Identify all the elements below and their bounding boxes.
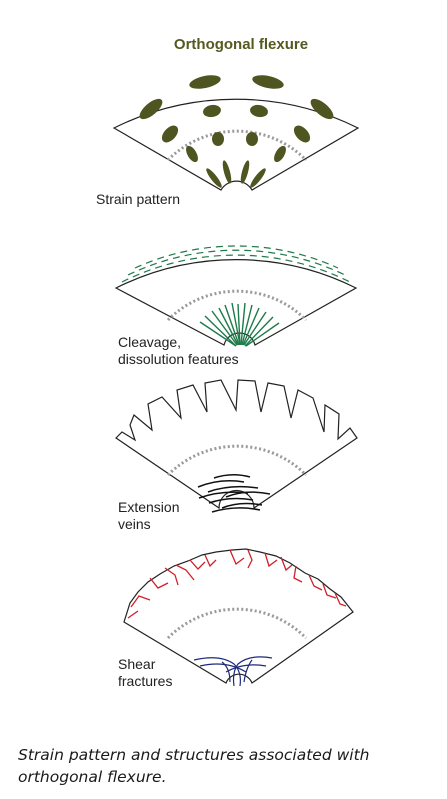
cleavage-trace [242, 307, 260, 346]
strain-ellipse [250, 104, 268, 118]
cleavage-fan [199, 302, 280, 347]
strain-ellipse [252, 75, 284, 89]
caption-line: Strain pattern and structures associated… [18, 746, 370, 764]
inner-shear-fractures [193, 656, 273, 687]
panel-cleavage: Cleavage, dissolution features [114, 245, 358, 367]
cleavage-trace [243, 311, 267, 346]
panel-label: Strain pattern [96, 191, 180, 207]
shear-fracture [164, 567, 179, 586]
shear-fracture [334, 592, 347, 607]
shear-fracture [293, 565, 303, 583]
extension-vein [213, 474, 251, 479]
extension-vein [221, 502, 263, 509]
cleavage-trace [241, 304, 253, 346]
outer-shear-fractures [127, 549, 347, 619]
strain-ellipse [274, 145, 286, 163]
strain-ellipse [310, 98, 334, 120]
shear-fracture [243, 659, 253, 683]
fan-outline [114, 259, 358, 346]
panel-strain-pattern: Strain pattern [96, 75, 360, 207]
caption-line: orthogonal flexure. [18, 768, 167, 786]
fan-outline [112, 98, 360, 191]
panel-label: Cleavage, dissolution features [118, 334, 239, 367]
diagram-title: Orthogonal flexure [174, 36, 308, 53]
strain-ellipse [203, 104, 221, 118]
shear-fracture [127, 610, 139, 619]
cleavage-trace [245, 322, 280, 347]
shear-fracture [308, 574, 323, 591]
shear-fracture [189, 559, 206, 570]
dissolution-seam [121, 254, 351, 283]
cleavage-trace [218, 307, 239, 346]
cleavage-trace [240, 302, 246, 346]
panel-shear-fractures: Shear fractures [118, 548, 354, 689]
cleavage-trace [211, 310, 238, 346]
strain-ellipse [212, 132, 224, 146]
strain-ellipse [293, 125, 311, 143]
strain-ellipse [222, 160, 232, 184]
neutral-surface [166, 444, 308, 477]
dissolution-seams [121, 245, 351, 283]
cleavage-trace [237, 303, 241, 346]
neutral-surface [166, 607, 308, 640]
strain-ellipse [186, 145, 198, 163]
shear-fracture [225, 664, 267, 673]
extension-vein-set [197, 474, 271, 513]
extension-vein [211, 507, 261, 513]
figure-caption: Strain pattern and structures associated… [18, 744, 438, 788]
extension-vein [225, 491, 271, 498]
shear-fracture [149, 577, 169, 589]
extension-vein [208, 497, 254, 504]
shear-fracture [322, 583, 337, 599]
shear-fracture [204, 554, 217, 568]
strain-ellipse [189, 75, 221, 89]
shear-fracture [232, 656, 273, 687]
dissolution-seam [134, 245, 339, 269]
cleavage-trace [231, 302, 241, 346]
dissolution-seam [127, 249, 346, 276]
shear-fracture [221, 661, 231, 683]
shear-fracture [264, 552, 278, 568]
strain-ellipse [161, 125, 179, 143]
strain-ellipse [246, 132, 258, 146]
extension-vein [197, 480, 245, 488]
cleavage-trace [224, 304, 240, 346]
shear-fracture [193, 657, 241, 687]
shear-fracture [229, 549, 245, 566]
cleavage-trace [204, 315, 237, 347]
shear-fracture [280, 556, 293, 572]
panel-label: Extension veins [118, 499, 183, 532]
panel-extension-veins: Extension veins [115, 379, 358, 532]
strain-ellipse [206, 168, 222, 188]
shear-fracture [175, 564, 195, 581]
strain-ellipse [139, 98, 163, 120]
neutral-surface [166, 129, 308, 162]
strain-ellipse [240, 160, 250, 184]
strain-ellipses [139, 75, 334, 188]
panel-label: Shear fractures [118, 656, 172, 689]
cleavage-trace [199, 321, 237, 347]
extension-vein [207, 485, 259, 493]
shear-fracture [130, 595, 151, 608]
shear-fracture [247, 549, 253, 569]
strain-ellipse [250, 168, 266, 188]
fan-outline [115, 379, 358, 510]
neutral-surface [166, 289, 308, 322]
cleavage-trace [244, 316, 274, 347]
